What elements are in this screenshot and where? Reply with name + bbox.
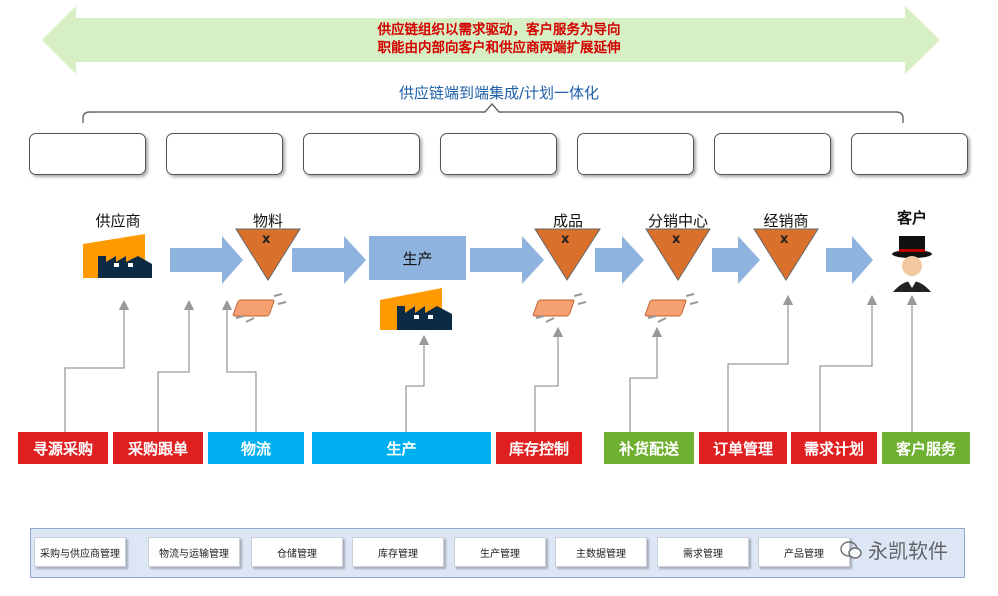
activity-production[interactable]: 生产 xyxy=(312,432,491,464)
inventory-triangle-dealer xyxy=(753,228,819,281)
connector-7 xyxy=(727,294,794,432)
inventory-triangle-material xyxy=(235,228,301,281)
module-warehouse[interactable]: 仓储管理 xyxy=(251,537,343,567)
module-procurement[interactable]: 采购与供应商管理 xyxy=(34,537,126,567)
plan-master-production[interactable]: 主生产计划 xyxy=(440,133,557,175)
plan-material[interactable]: 物料计划 xyxy=(166,133,283,175)
node-label-material: 物料 xyxy=(252,212,283,230)
flow-arrow-2 xyxy=(292,236,366,284)
production-factory-icon xyxy=(380,288,452,330)
inventory-mark-dealer: x xyxy=(780,232,789,247)
banner-line-2: 职能由内部向客户和供应商两端扩展延伸 xyxy=(377,40,621,56)
banner-text: 供应链组织以需求驱动，客户服务为导向 职能由内部向客户和供应商两端扩展延伸 xyxy=(0,21,998,57)
watermark: 永凯软件 xyxy=(840,535,948,564)
connector-3 xyxy=(221,299,257,432)
activity-customer-service[interactable]: 客户服务 xyxy=(882,432,970,464)
watermark-text: 永凯软件 xyxy=(868,539,948,563)
activity-inventory-control[interactable]: 库存控制 xyxy=(496,432,582,464)
integration-brace xyxy=(82,102,904,123)
flow-arrows xyxy=(170,236,873,284)
flow-arrow-3 xyxy=(470,236,544,284)
wechat-icon xyxy=(840,540,862,559)
activity-purchase-tracking[interactable]: 采购跟单 xyxy=(113,432,203,464)
warehouse-chip-icon-2 xyxy=(532,293,587,323)
module-product[interactable]: 产品管理 xyxy=(758,537,850,567)
flow-arrow-1 xyxy=(170,236,243,284)
inventory-triangle-distribution xyxy=(645,228,711,281)
inventory-triangles xyxy=(235,228,819,281)
inventory-mark-material: x xyxy=(262,232,271,247)
customer-icon xyxy=(892,236,932,292)
connector-5 xyxy=(534,326,564,432)
plan-sales-operations[interactable]: 产销协同 xyxy=(577,133,694,175)
inventory-triangle-finished xyxy=(534,228,601,281)
node-label-dealer: 经销商 xyxy=(763,212,809,230)
supplier-factory-icon xyxy=(83,234,152,278)
module-inventory[interactable]: 库存管理 xyxy=(352,537,444,567)
connector-8 xyxy=(819,294,878,432)
flow-arrow-5 xyxy=(712,236,760,284)
flow-arrow-4 xyxy=(595,236,644,284)
plan-customer-service[interactable]: 客户服务协同 xyxy=(851,133,968,175)
warehouse-chip-icon-3 xyxy=(644,293,699,323)
node-label-supplier: 供应商 xyxy=(95,212,141,230)
module-demand[interactable]: 需求管理 xyxy=(657,537,749,567)
flow-arrow-6 xyxy=(826,236,873,284)
activity-logistics[interactable]: 物流 xyxy=(208,432,304,464)
connector-4 xyxy=(405,334,430,432)
plan-demand-management[interactable]: 需求管理 xyxy=(714,133,831,175)
connector-1 xyxy=(64,299,130,432)
connector-6 xyxy=(629,326,663,432)
banner-line-1: 供应链组织以需求驱动，客户服务为导向 xyxy=(377,22,621,38)
node-label-distribution: 分销中心 xyxy=(647,212,708,230)
double-arrow-banner xyxy=(42,6,940,74)
warehouse-chip-icon-1 xyxy=(232,293,287,323)
activity-demand-planning[interactable]: 需求计划 xyxy=(791,432,877,464)
activity-replenishment[interactable]: 补货配送 xyxy=(604,432,694,464)
plan-supplier-collaboration[interactable]: 供应商协同 xyxy=(29,133,146,175)
production-box: 生产 xyxy=(369,236,466,280)
integration-subtitle: 供应链端到端集成/计划一体化 xyxy=(398,84,600,102)
node-label-finished: 成品 xyxy=(552,212,583,230)
activity-sourcing[interactable]: 寻源采购 xyxy=(18,432,108,464)
module-production[interactable]: 生产管理 xyxy=(454,537,546,567)
connector-lines xyxy=(64,294,918,432)
node-label-customer: 客户 xyxy=(896,209,927,227)
module-master-data[interactable]: 主数据管理 xyxy=(555,537,647,567)
module-logistics[interactable]: 物流与运输管理 xyxy=(148,537,240,567)
plan-production[interactable]: 生产计划 xyxy=(303,133,420,175)
activity-order-management[interactable]: 订单管理 xyxy=(699,432,787,464)
connector-2 xyxy=(157,299,195,432)
inventory-mark-finished: x xyxy=(561,232,570,247)
inventory-mark-distribution: x xyxy=(672,232,681,247)
